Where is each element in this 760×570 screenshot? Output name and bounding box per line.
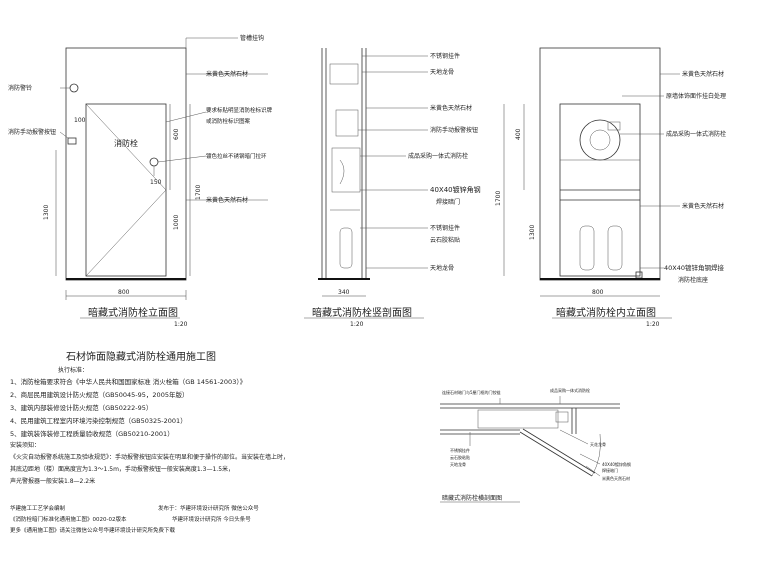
dim-interior-1300: 1300 — [529, 225, 536, 240]
dim-interior-800: 800 — [592, 289, 604, 296]
label-steel-pendant-2: 云石胶粘贴 — [430, 236, 460, 244]
label-hydrant-sign: 消防栓 — [114, 138, 138, 148]
label-angle-steel-1: 40X40镀锌角钢 — [430, 185, 481, 194]
spec-item-3: 3、建筑内部装修设计防火规范（GB50222-95） — [10, 403, 152, 412]
label-section-button: 消防手动报警按钮 — [430, 126, 478, 134]
plan-label-right-b: 40X40镀锌角钢 — [602, 461, 631, 467]
dim-1700: 1700 — [195, 185, 202, 200]
label-interior-stone-mid: 米黄色天然石材 — [682, 202, 724, 210]
plan-view: 连接石材暗门与5厘门框的门铰链 成品采购一体式消防栓 不锈钢挂件 云石胶粘贴 天… — [440, 387, 631, 503]
label-steel-handle: 镀色拉丝不锈钢暗门拉环 — [206, 152, 267, 160]
install-line-2: 其底边距地（楼）面高度宜为1.3～1.5m，手动报警按钮一般安装高度1.3—1.… — [10, 465, 234, 473]
elevation-view: 管槽挂钩 米黄色天然石材 消防警铃 消防手动报警按钮 要求标贴明显消防栓标识牌 … — [8, 34, 273, 328]
extinguisher-right-icon — [607, 225, 623, 271]
label-steel-hook: 不锈钢挂件 — [430, 52, 460, 60]
label-section-unit: 成品采购一体式消防栓 — [408, 152, 468, 160]
label-angle-1: 40X40镀锌角钢焊接 — [664, 263, 724, 272]
dim-340: 340 — [338, 289, 350, 296]
plan-title: 暗藏式消防栓横剖面图 — [442, 494, 502, 502]
door-swing-line — [85, 103, 167, 277]
label-ceiling: 天地龙骨 — [430, 68, 454, 76]
label-angle-2: 消防栓底座 — [678, 276, 708, 284]
dim-1300: 1300 — [43, 205, 50, 220]
hidden-door-outline — [85, 103, 167, 277]
plan-label-top-a: 连接石材暗门与5厘门框的门铰链 — [442, 389, 501, 395]
alarm-bell-icon — [69, 83, 79, 93]
label-stone-right: 米黄色天然石材 — [206, 70, 248, 78]
install-line-3: 声光警报器一般安装1.8—2.2米 — [10, 477, 95, 485]
label-steel-pendant-1: 不锈钢挂件 — [430, 224, 460, 232]
label-section-stone: 米黄色天然石材 — [430, 104, 472, 112]
plan-label-right-a: 天花龙骨 — [590, 441, 606, 447]
plan-hydrant-box — [477, 409, 559, 429]
hose-reel-icon — [579, 119, 621, 161]
dim-1000: 1000 — [173, 215, 180, 230]
install-line-1: 《火灾自动报警系统施工及验收规范》：手动报警按钮应安装在明显和便于操作的部位。当… — [10, 453, 289, 461]
dim-150: 150 — [150, 179, 162, 186]
label-section-floor: 天地龙骨 — [430, 264, 454, 272]
dim-600: 600 — [173, 128, 180, 140]
label-handle-note-1: 要求标贴明显消防栓标识牌 — [206, 106, 273, 114]
label-interior-unit: 成品采购一体式消防栓 — [666, 130, 726, 138]
plan-label-top-b: 成品采购一体式消防栓 — [550, 387, 590, 393]
footer-r1: 发布于：华建环境设计研究所 微信公众号 — [158, 504, 259, 512]
label-stone-lower: 米黄色天然石材 — [206, 196, 248, 204]
dim-interior-1700: 1700 — [495, 191, 502, 206]
footer-l1: 华建施工工艺学会编制 — [10, 504, 66, 512]
dim-interior-400: 400 — [515, 128, 522, 140]
hydrant-unit-block — [331, 147, 361, 193]
spec-item-2: 2、商层民用建筑设计防火规范（GB50045-95，2005年版） — [10, 390, 188, 399]
elevation-scale: 1:20 — [174, 321, 188, 328]
dim-100: 100 — [74, 117, 86, 124]
section-title: 暗藏式消防栓竖剖面图 — [312, 306, 412, 319]
interior-panel-outline — [539, 47, 661, 281]
label-manual-button: 消防手动报警按钮 — [8, 128, 56, 136]
label-pipe-hole: 管槽挂钩 — [240, 34, 264, 42]
label-interior-stone-top: 米黄色天然石材 — [682, 70, 724, 78]
extinguisher-icon — [339, 227, 353, 269]
spec-item-5: 5、建筑装饰装修工程质量验收规范（GB50210-2001） — [10, 429, 174, 438]
plan-label-right-d: 米黄色天然石材 — [602, 475, 630, 481]
footer-l3: 更多《通用施工图》请关注微信公众号华建环境设计研究所免费下载 — [10, 526, 176, 534]
steel-hook-block — [329, 63, 359, 85]
open-door-leaf — [519, 431, 593, 477]
interior-title: 暗藏式消防栓内立面图 — [556, 306, 656, 319]
label-handle-note-2: 或消防栓标识图案 — [206, 117, 251, 125]
install-heading: 安装须知： — [10, 441, 40, 449]
label-angle-steel-2: 焊接暗门 — [436, 198, 460, 206]
interior-view: 米黄色天然石材 原墙体饰面作挂白处理 成品采购一体式消防栓 米黄色天然石材 40… — [495, 47, 726, 328]
interior-scale: 1:20 — [646, 321, 660, 328]
spec-heading: 执行标准： — [58, 366, 88, 374]
label-alarm: 消防警铃 — [8, 84, 32, 92]
section-view: 不锈钢挂件 天地龙骨 米黄色天然石材 消防手动报警按钮 成品采购一体式消防栓 4… — [304, 48, 481, 328]
extinguisher-left-icon — [579, 225, 595, 271]
footer-l2: 《消防栓暗门标准化通用施工图》0020-02版本 — [10, 515, 127, 523]
spec-notes: 石材饰面隐藏式消防栓通用施工图 执行标准： 1、消防栓箱要求符合《中华人民共和国… — [10, 350, 289, 485]
door-handle-icon — [149, 157, 159, 167]
dim-800: 800 — [118, 289, 130, 296]
label-wall-treat: 原墙体饰面作挂白处理 — [666, 92, 726, 100]
manual-button-icon — [67, 137, 77, 145]
spec-item-1: 1、消防栓箱要求符合《中华人民共和国国家标准 消火栓箱（GB 14561-200… — [10, 377, 246, 386]
main-title: 石材饰面隐藏式消防栓通用施工图 — [66, 350, 216, 363]
footer: 华建施工工艺学会编制 《消防栓暗门标准化通用施工图》0020-02版本 更多《通… — [10, 504, 259, 534]
spec-item-4: 4、民用建筑工程室内环境污染控制规范（GB50325-2001） — [10, 416, 187, 425]
plan-label-left-c: 天地龙骨 — [450, 461, 466, 467]
section-scale: 1:20 — [350, 321, 364, 328]
plan-label-left-a: 不锈钢挂件 — [450, 447, 470, 453]
elevation-title: 暗藏式消防栓立面图 — [88, 306, 178, 319]
plan-label-left-b: 云石胶粘贴 — [450, 454, 470, 460]
plan-label-right-c: 焊接暗门 — [602, 467, 618, 473]
stone-panel-outline — [65, 47, 187, 281]
manual-button-block — [335, 109, 359, 137]
footer-r2: 华建环境设计研究所 今日头条号 — [172, 515, 251, 523]
